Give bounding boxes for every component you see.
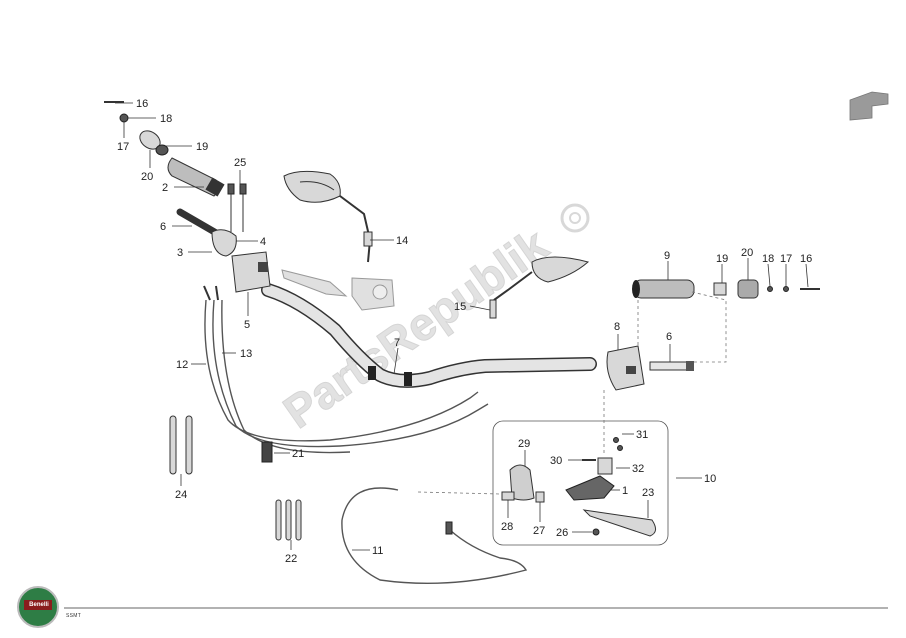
callout-27: 27 (533, 525, 545, 537)
cable-ends (227, 183, 453, 535)
clutch-lever-box (492, 420, 669, 546)
callout-28: 28 (501, 521, 513, 533)
left-mirror (283, 170, 373, 263)
left-switch-housing (176, 208, 271, 293)
gear-icon (560, 203, 590, 233)
logo-text: Benelli (29, 602, 49, 608)
callout-12: 12 (176, 359, 188, 371)
callout-4: 4 (260, 236, 266, 248)
callout-22: 22 (285, 553, 297, 565)
callout-31: 31 (636, 429, 648, 441)
callout-3: 3 (177, 247, 183, 259)
callout-26: 26 (556, 527, 568, 539)
callout-21: 21 (292, 448, 304, 460)
left-grip-assembly (104, 101, 225, 197)
callout-16: 16 (136, 98, 148, 110)
callout-20: 20 (141, 171, 153, 183)
callout-14: 14 (396, 235, 408, 247)
right-switch-housing (606, 345, 694, 391)
orientation-icon (849, 91, 889, 121)
rods (169, 415, 302, 541)
callout-15: 15 (454, 301, 466, 313)
cables (203, 285, 528, 585)
callout-23: 23 (642, 487, 654, 499)
watermark-text: PartsRepublik (274, 218, 558, 438)
callout-5: 5 (244, 319, 250, 331)
handlebar (261, 283, 597, 388)
callout-8: 8 (614, 321, 620, 333)
right-mirror (489, 256, 590, 319)
callout-20: 20 (741, 247, 753, 259)
callout-18: 18 (762, 253, 774, 265)
callout-16: 16 (800, 253, 812, 265)
callout-32: 32 (632, 463, 644, 475)
callout-25: 25 (234, 157, 246, 169)
callout-2: 2 (162, 182, 168, 194)
callout-7: 7 (394, 337, 400, 349)
alignment-lines (417, 291, 727, 495)
callout-6: 6 (160, 221, 166, 233)
callout-17: 17 (117, 141, 129, 153)
callout-17: 17 (780, 253, 792, 265)
right-grip-assembly (632, 279, 820, 299)
callout-19: 19 (196, 141, 208, 153)
callout-labels: 16 18 17 19 20 2 25 6 4 3 5 14 7 15 12 1… (117, 98, 812, 565)
callout-18: 18 (160, 113, 172, 125)
callout-24: 24 (175, 489, 187, 501)
callout-1: 1 (622, 485, 628, 497)
brake-master-cylinder (281, 269, 395, 311)
benelli-logo (17, 586, 59, 628)
callout-leaders (115, 102, 809, 551)
footer-code: SSMT (66, 613, 82, 619)
callout-19: 19 (716, 253, 728, 265)
callout-9: 9 (664, 250, 670, 262)
callout-6: 6 (666, 331, 672, 343)
callout-10: 10 (704, 473, 716, 485)
callout-11: 11 (372, 545, 383, 557)
callout-13: 13 (240, 348, 252, 360)
callout-29: 29 (518, 438, 530, 450)
callout-30: 30 (550, 455, 562, 467)
